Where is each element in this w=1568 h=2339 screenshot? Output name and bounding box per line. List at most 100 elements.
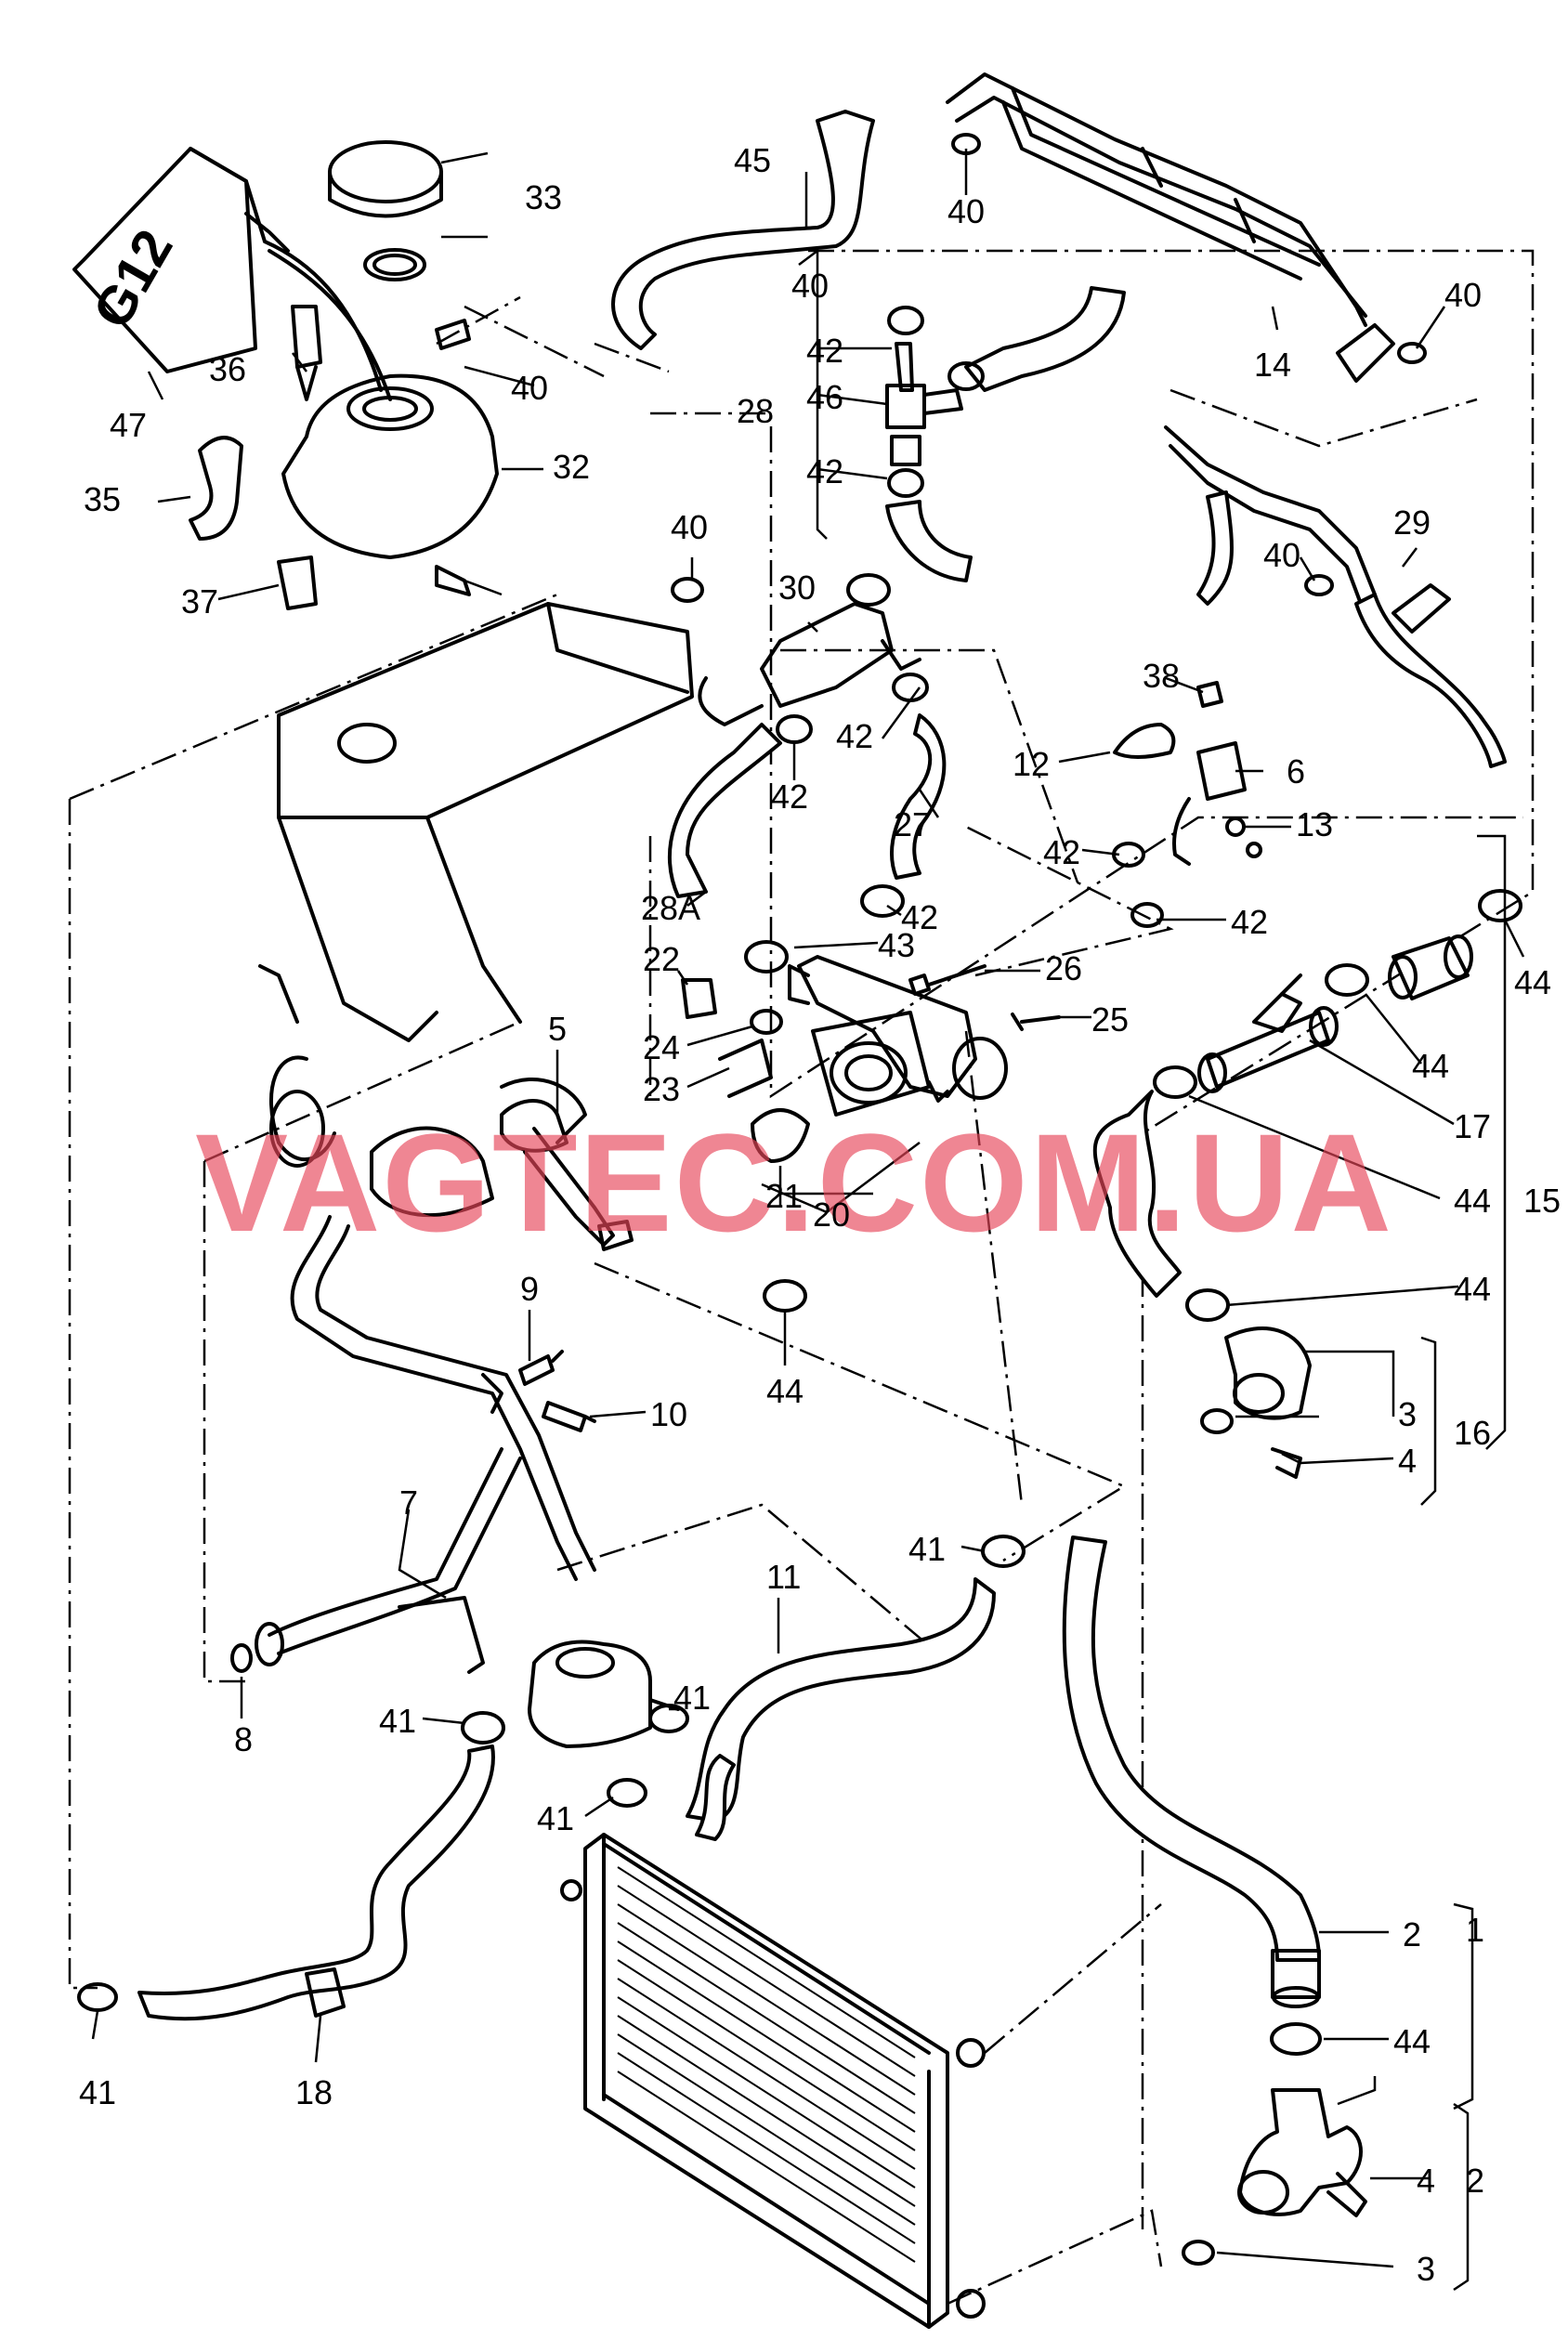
pipe-5	[500, 1099, 634, 1251]
pipe-7	[230, 1215, 596, 1674]
elbow-2	[1182, 2088, 1367, 2266]
label-44: 44	[766, 1372, 804, 1410]
label-9: 9	[520, 1270, 539, 1308]
label-37: 37	[181, 582, 218, 621]
label-3: 3	[1398, 1395, 1417, 1433]
label-2: 2	[1403, 1915, 1421, 1954]
heater-pipes-14	[946, 72, 1395, 383]
label-32: 32	[553, 448, 590, 486]
reservoir	[528, 1640, 680, 1748]
label-40: 40	[791, 267, 829, 305]
engine-block	[258, 602, 694, 1218]
label-28: 28	[737, 392, 774, 430]
clamps	[77, 133, 1522, 2056]
label-35: 35	[84, 480, 121, 518]
label-13: 13	[1296, 805, 1333, 843]
label-44: 44	[1412, 1047, 1449, 1085]
label-17: 17	[1454, 1107, 1491, 1145]
label-42: 42	[836, 717, 873, 755]
label-3: 3	[1417, 2250, 1435, 2288]
label-40: 40	[511, 369, 548, 407]
label-40: 40	[947, 192, 985, 230]
label-28a: 28A	[641, 889, 700, 927]
pipe-17	[1197, 973, 1339, 1093]
label-22: 22	[643, 940, 680, 978]
label-41: 41	[908, 1530, 946, 1568]
label-26: 26	[1045, 949, 1082, 987]
label-42: 42	[1043, 833, 1080, 871]
label-41: 41	[673, 1679, 711, 1717]
leader-lines	[91, 149, 1525, 2292]
label-20: 20	[813, 1196, 850, 1234]
bracket-parts	[1113, 681, 1262, 866]
label-40: 40	[671, 508, 708, 546]
label-42: 42	[806, 332, 843, 370]
label-7: 7	[399, 1483, 418, 1522]
part-labels: 45 40 33 40 14 40 42 46 28 42 36 47 40 3…	[79, 141, 1561, 2288]
label-47: 47	[110, 406, 147, 444]
label-27: 27	[894, 805, 931, 843]
label-42: 42	[806, 452, 843, 490]
label-30: 30	[778, 568, 816, 607]
flange-30	[698, 573, 921, 726]
label-40: 40	[1263, 536, 1300, 574]
label-24: 24	[643, 1028, 680, 1066]
watermark: VAGTEC.COM.UA	[195, 1104, 1393, 1261]
label-4: 4	[1417, 2162, 1435, 2200]
label-42: 42	[771, 777, 808, 816]
label-10: 10	[650, 1395, 687, 1433]
label-25: 25	[1091, 1000, 1129, 1039]
label-5: 5	[548, 1010, 567, 1048]
label-45: 45	[734, 141, 771, 179]
label-1: 1	[1466, 1911, 1484, 1949]
label-40: 40	[1444, 276, 1482, 314]
label-4: 4	[1398, 1442, 1417, 1480]
label-11: 11	[766, 1558, 801, 1596]
label-6: 6	[1287, 752, 1305, 791]
label-18: 18	[295, 2073, 333, 2111]
hose-27	[890, 713, 947, 880]
hose-18	[137, 1744, 495, 2021]
expansion-tank-32	[281, 373, 503, 596]
label-2: 2	[1466, 2162, 1484, 2200]
label-16: 16	[1454, 1414, 1491, 1452]
label-33: 33	[525, 178, 562, 216]
label-41: 41	[379, 1702, 416, 1740]
label-8: 8	[234, 1720, 253, 1758]
label-42: 42	[901, 898, 938, 936]
label-21: 21	[765, 1177, 803, 1215]
hose-28a	[667, 723, 782, 898]
label-12: 12	[1013, 745, 1050, 783]
label-41: 41	[537, 1799, 574, 1837]
svg-text:G12: G12	[82, 220, 185, 338]
elbow-16	[1200, 1326, 1312, 1479]
label-23: 23	[643, 1070, 680, 1108]
label-46: 46	[806, 378, 843, 416]
hose-15	[1092, 934, 1473, 1298]
label-42: 42	[1231, 903, 1268, 941]
t-piece-28	[885, 286, 1126, 582]
label-44: 44	[1393, 2022, 1431, 2060]
cap-33	[328, 140, 443, 281]
label-44: 44	[1514, 963, 1551, 1001]
hose-11	[686, 1577, 996, 1841]
label-44: 44	[1454, 1270, 1491, 1308]
label-36: 36	[209, 350, 246, 388]
label-15: 15	[1523, 1182, 1561, 1220]
label-44: 44	[1454, 1182, 1491, 1220]
hose-29	[1164, 425, 1507, 768]
hose-45	[611, 110, 875, 350]
hose-1	[1062, 1535, 1321, 2008]
label-41: 41	[79, 2073, 116, 2111]
radiator	[560, 1833, 986, 2329]
label-14: 14	[1254, 346, 1291, 384]
small-parts-left	[189, 305, 471, 610]
bolts-26-25	[908, 964, 1061, 1031]
label-38: 38	[1143, 657, 1180, 695]
label-29: 29	[1393, 503, 1431, 542]
label-43: 43	[878, 926, 915, 964]
flange-housing-20	[681, 955, 1008, 1163]
bolts-9-10	[518, 1350, 596, 1432]
